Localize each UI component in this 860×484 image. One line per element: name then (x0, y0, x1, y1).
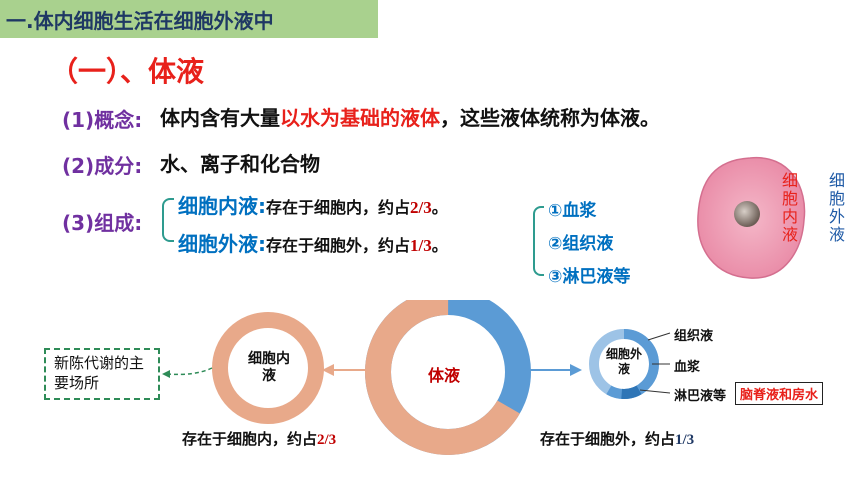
arrow-head-left (322, 364, 334, 376)
right-caption: 存在于细胞外，约占1/3 (540, 428, 694, 449)
legend-lymph: 淋巴液等 (674, 389, 727, 404)
cell-nucleus (734, 201, 760, 227)
components-label: (2)成分: (62, 154, 143, 178)
intracellular-fraction: 2/3 (410, 198, 432, 217)
legend-tissue-fluid: 组织液 (674, 329, 714, 344)
intracellular-ring (212, 312, 324, 424)
dashed-arrow (167, 367, 213, 376)
extracellular-row: 细胞外液:存在于细胞外，约占1/3。 (178, 228, 448, 257)
title-bar: 一.体内细胞生活在细胞外液中 (0, 0, 378, 38)
extracellular-ring-lymph (589, 329, 659, 399)
arrow-head-right (570, 364, 582, 376)
sub-item-tissue-fluid: ②组织液 (548, 234, 614, 254)
legend-plasma: 血浆 (674, 360, 701, 375)
leader-lymph (639, 389, 671, 394)
left-caption: 存在于细胞内，约占2/3 (182, 428, 336, 449)
sub-item-lymph: ③淋巴液等 (548, 267, 631, 287)
components-text: 水、离子和化合物 (160, 152, 320, 176)
left-caption-fraction: 2/3 (317, 432, 337, 448)
extracellular-ring-label: 细胞外液 (606, 347, 643, 376)
left-caption-text: 存在于细胞内，约占 (182, 430, 318, 448)
intracellular-end: 。 (431, 198, 448, 217)
body-fluid-diagram (162, 300, 671, 455)
concept-text-before: 体内含有大量 (160, 106, 280, 130)
dashed-arrow-head (162, 370, 170, 378)
intracellular-ring-label: 细胞内液 (248, 351, 290, 384)
concept-text-after: ，这些液体统称为体液。 (440, 106, 660, 130)
intracellular-row: 细胞内液:存在于细胞内，约占2/3。 (178, 190, 448, 219)
concept-highlight: 以水为基础的液体 (280, 106, 440, 130)
composition-label: (3)组成: (62, 211, 143, 235)
cell-illustration (697, 157, 806, 279)
extracellular-fraction: 1/3 (410, 236, 432, 255)
body-fluid-center-label: 体液 (428, 366, 461, 385)
sub-items-bracket (533, 206, 544, 276)
other-fluid-box: 脑脊液和房水 (735, 382, 824, 405)
body-fluid-ring-intracellular (365, 300, 531, 455)
intracellular-desc: 存在于细胞内，约占 (266, 198, 411, 217)
composition-bracket (162, 198, 174, 242)
cell-inner-label: 细胞内液 (779, 172, 798, 244)
right-caption-text: 存在于细胞外，约占 (540, 430, 676, 448)
page-title: 一.体内细胞生活在细胞外液中 (6, 9, 274, 33)
leader-tissue (647, 332, 671, 341)
metabolism-box: 新陈代谢的主要场所 (44, 348, 160, 400)
extracellular-end: 。 (431, 236, 448, 255)
extracellular-name: 细胞外液: (178, 232, 266, 256)
right-caption-fraction: 1/3 (675, 432, 695, 448)
extracellular-desc: 存在于细胞外，约占 (266, 236, 411, 255)
sub-item-plasma: ①血浆 (548, 201, 597, 221)
concept-text: 体内含有大量以水为基础的液体，这些液体统称为体液。 (160, 102, 660, 131)
intracellular-name: 细胞内液: (178, 194, 266, 218)
cell-outer-label: 细胞外液 (826, 172, 845, 244)
section-heading: （一）、体液 (50, 55, 205, 88)
concept-label: (1)概念: (62, 108, 143, 132)
